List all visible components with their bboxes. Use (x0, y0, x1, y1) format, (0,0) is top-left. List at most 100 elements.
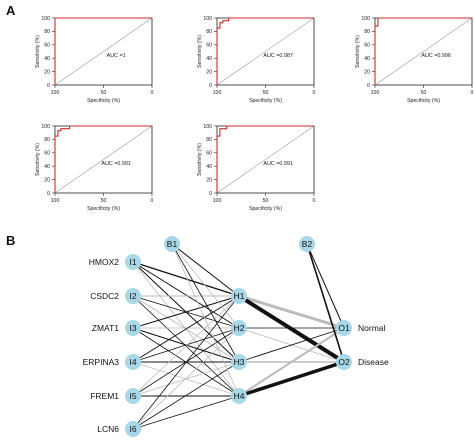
input-node-i2-circle (125, 288, 141, 304)
connection-H3-O1 (238, 327, 345, 363)
roc-curve (374, 17, 472, 85)
auc-annotation: AUC =0.996 (421, 53, 451, 59)
connection-B1-H1 (171, 243, 240, 297)
input-node-i5-circle (125, 388, 141, 404)
y-tick-label: 40 (44, 164, 50, 170)
y-tick-label: 20 (206, 177, 212, 183)
hidden-node-h3-circle (231, 354, 247, 370)
x-axis-title: Specificity (%) (87, 98, 120, 104)
input-label: ERPINA3 (83, 357, 120, 367)
input-label: HMOX2 (89, 257, 120, 267)
bias-node-b2-circle (299, 236, 315, 252)
y-tick-label: 0 (209, 191, 212, 197)
x-tick-label: 100 (51, 90, 60, 96)
reference-diagonal (54, 17, 153, 86)
x-tick-label: 50 (421, 90, 427, 96)
connection-I1-H1 (132, 261, 240, 297)
auc-annotation: AUC =0.991 (101, 161, 131, 167)
y-tick-label: 0 (47, 83, 50, 89)
y-tick-label: 100 (203, 124, 212, 130)
x-tick-label: 50 (263, 198, 269, 204)
connection-B2-O2 (306, 243, 345, 363)
panel-label-b: B (6, 233, 15, 248)
bias-node-b1-id: B1 (167, 239, 178, 249)
connection-H4-O2 (237, 360, 346, 398)
y-tick-label: 100 (41, 16, 50, 22)
y-tick-label: 20 (44, 177, 50, 183)
connection-I6-H2 (132, 327, 240, 430)
neural-network-diagram: I1HMOX2I2CSDC2I3ZMAT1I4ERPINA3I5FREM1I6L… (83, 236, 389, 437)
x-tick-label: 100 (51, 198, 60, 204)
y-axis-title: Sensitivity (%) (197, 35, 203, 68)
x-axis-title: Specificity (%) (407, 98, 440, 104)
y-tick-label: 0 (209, 83, 212, 89)
y-tick-label: 40 (364, 56, 370, 62)
connection-I5-H1 (132, 295, 240, 397)
y-tick-label: 100 (41, 124, 50, 130)
auc-annotation: AUC =1 (107, 53, 126, 59)
y-tick-label: 100 (361, 16, 370, 22)
output-label: Disease (358, 357, 389, 367)
panel-label-a: A (6, 3, 16, 18)
x-tick-label: 50 (101, 198, 107, 204)
hidden-node-h1-id: H1 (234, 291, 245, 301)
input-node-i4-id: I4 (129, 357, 136, 367)
hidden-node-h2-circle (231, 320, 247, 336)
output-node-o1-id: O1 (338, 323, 350, 333)
y-axis-title: Sensitivity (%) (35, 143, 41, 176)
x-tick-label: 0 (313, 90, 316, 96)
y-tick-label: 20 (44, 69, 50, 75)
y-tick-label: 40 (44, 56, 50, 62)
y-tick-label: 80 (206, 29, 212, 35)
input-node-i1-circle (125, 254, 141, 270)
x-tick-label: 100 (213, 198, 222, 204)
x-axis-title: Specificity (%) (249, 98, 282, 104)
x-tick-label: 100 (371, 90, 380, 96)
connection-B1-H4 (171, 243, 240, 397)
y-tick-label: 40 (206, 56, 212, 62)
connection-B1-H2 (171, 243, 240, 329)
x-tick-label: 0 (471, 90, 474, 96)
network-nodes: I1HMOX2I2CSDC2I3ZMAT1I4ERPINA3I5FREM1I6L… (83, 236, 389, 437)
y-tick-label: 60 (206, 151, 212, 157)
connection-I4-H2 (132, 327, 240, 363)
connection-I6-H4 (132, 395, 240, 430)
input-node-i6-circle (125, 421, 141, 437)
output-node-o2-circle (336, 354, 352, 370)
x-tick-label: 0 (151, 90, 154, 96)
y-tick-label: 100 (203, 16, 212, 22)
x-tick-label: 0 (151, 198, 154, 204)
y-tick-label: 80 (44, 137, 50, 143)
x-axis-title: Specificity (%) (87, 206, 120, 212)
output-label: Normal (358, 323, 386, 333)
connection-H1-O1 (237, 294, 346, 330)
y-tick-label: 60 (206, 43, 212, 49)
y-tick-label: 60 (44, 43, 50, 49)
y-axis-title: Sensitivity (%) (197, 143, 203, 176)
bias-node-b2-id: B2 (302, 239, 313, 249)
y-tick-label: 80 (44, 29, 50, 35)
y-tick-label: 20 (206, 69, 212, 75)
output-node-o2-id: O2 (338, 357, 350, 367)
input-node-i2-id: I2 (129, 291, 136, 301)
x-tick-label: 50 (101, 90, 107, 96)
input-node-i1-id: I1 (129, 257, 136, 267)
output-node-o1-circle (336, 320, 352, 336)
connection-I6-H3 (132, 361, 240, 430)
network-edges (132, 243, 346, 430)
roc-curve (54, 125, 152, 193)
connection-I1-H2 (132, 261, 240, 329)
reference-diagonal (216, 17, 315, 86)
connection-H4-O1 (238, 327, 345, 397)
connection-B2-O1 (306, 243, 345, 329)
connection-I6-H1 (132, 295, 240, 430)
input-label: ZMAT1 (92, 323, 120, 333)
input-node-i3-id: I3 (129, 323, 136, 333)
input-node-i3-circle (125, 320, 141, 336)
reference-diagonal (54, 125, 153, 194)
